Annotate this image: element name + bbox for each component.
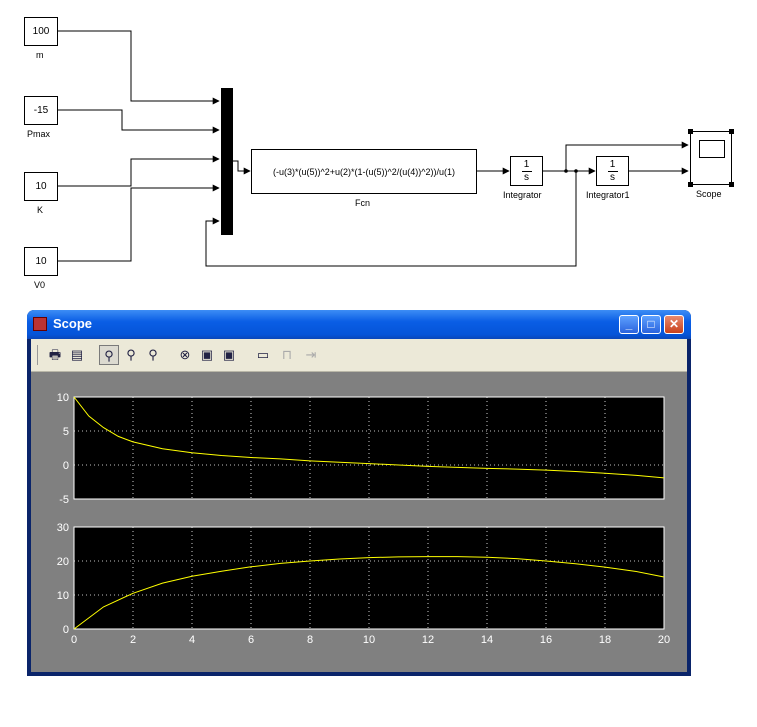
- time-offset-value: 0: [92, 716, 98, 727]
- block-label: Scope: [696, 189, 722, 199]
- window-title: Scope: [53, 316, 93, 331]
- minimize-button[interactable]: _: [619, 315, 639, 334]
- parameters-icon[interactable]: ▤: [70, 347, 84, 362]
- block-label: K: [37, 205, 44, 215]
- signal-lines: [58, 30, 689, 267]
- selection-handle[interactable]: [729, 129, 734, 134]
- y-tick-label: 5: [63, 426, 69, 438]
- block-label: Fcn: [355, 198, 371, 208]
- y-tick-label: -5: [59, 494, 69, 506]
- x-tick-label: 10: [363, 634, 375, 646]
- mux-block[interactable]: [221, 88, 233, 235]
- constant-value: 10: [35, 256, 47, 267]
- scope-window: Scope _ □ ✕ 🖶 ▤ ⚲ ⚲ ⚲ ⊗ ▣ ▣ ▭ ⊓ ⇥ -5 0 5 10…: [27, 310, 691, 727]
- title-bar[interactable]: Scope _ □ ✕: [27, 310, 691, 339]
- y-tick-label: 0: [63, 624, 69, 636]
- constant-m-block[interactable]: 100: [24, 17, 58, 46]
- scope-plots: -5 0 5 10 0 2 4 6 8 10 12 14 16 18 20 0 10 20 30: [57, 392, 670, 646]
- axes-background: [73, 396, 665, 500]
- floating-scope-icon[interactable]: ▭: [256, 347, 270, 362]
- signal-trace: [73, 556, 665, 630]
- signal-select-icon[interactable]: ⇥: [305, 347, 317, 362]
- constant-v0-block[interactable]: 10: [24, 247, 58, 276]
- x-tick-label: 12: [422, 634, 434, 646]
- x-tick-label: 4: [189, 634, 195, 646]
- block-label: Pmax: [27, 129, 51, 139]
- block-label: Integrator1: [586, 190, 630, 200]
- selection-handle[interactable]: [729, 182, 734, 187]
- x-tick-label: 2: [130, 634, 136, 646]
- maximize-button[interactable]: □: [641, 315, 661, 334]
- y-tick-label: 20: [57, 556, 69, 568]
- y-tick-label: 0: [63, 460, 69, 472]
- fcn-block[interactable]: (-u(3)*(u(5))^2+u(2)*(1-(u(5))^2/(u(4))^…: [251, 149, 477, 194]
- block-label: m: [36, 50, 44, 60]
- y-tick-label: 10: [57, 392, 69, 404]
- zoom-y-icon[interactable]: ⚲: [148, 347, 158, 362]
- save-axes-icon[interactable]: ▣: [200, 347, 214, 362]
- axes-background: [73, 526, 665, 630]
- zoom-x-icon[interactable]: ⚲: [126, 347, 136, 362]
- time-offset: Time offset: 0: [35, 716, 98, 727]
- x-tick-label: 20: [658, 634, 670, 646]
- plot-area: -5 0 5 10 0 2 4 6 8 10 12 14 16 18 20 0 10 20 30 Time offs…: [31, 372, 687, 727]
- y-tick-label: 10: [57, 590, 69, 602]
- toolbar-grip: [37, 345, 41, 365]
- close-button[interactable]: ✕: [664, 315, 684, 334]
- x-tick-label: 18: [599, 634, 611, 646]
- fcn-expression: (-u(3)*(u(5))^2+u(2)*(1-(u(5))^2/(u(4))^…: [273, 166, 455, 177]
- constant-value: 100: [32, 26, 50, 37]
- y-tick-label: 30: [57, 522, 69, 534]
- selection-handle[interactable]: [688, 182, 693, 187]
- x-tick-label: 14: [481, 634, 493, 646]
- constant-value: 10: [35, 181, 47, 192]
- matlab-icon: [33, 317, 47, 331]
- scope-screen-icon: [699, 140, 725, 158]
- toolbar: 🖶 ▤ ⚲ ⚲ ⚲ ⊗ ▣ ▣ ▭ ⊓ ⇥: [31, 339, 687, 372]
- time-offset-label: Time offset:: [35, 716, 87, 727]
- signal-trace: [73, 396, 665, 479]
- x-tick-label: 16: [540, 634, 552, 646]
- x-tick-label: 0: [71, 634, 77, 646]
- constant-pmax-block[interactable]: -15: [24, 96, 58, 125]
- x-tick-label: 8: [307, 634, 313, 646]
- autoscale-icon[interactable]: ⊗: [179, 347, 191, 362]
- block-label: Integrator: [503, 190, 542, 200]
- print-icon[interactable]: 🖶: [48, 347, 62, 362]
- lock-icon[interactable]: ⊓: [281, 347, 293, 362]
- constant-value: -15: [33, 105, 49, 116]
- constant-k-block[interactable]: 10: [24, 172, 58, 201]
- block-label: V0: [34, 280, 46, 290]
- restore-axes-icon[interactable]: ▣: [222, 347, 236, 362]
- zoom-icon[interactable]: ⚲: [99, 345, 119, 365]
- selection-handle[interactable]: [688, 129, 693, 134]
- scope-block[interactable]: [688, 129, 734, 187]
- x-tick-label: 6: [248, 634, 254, 646]
